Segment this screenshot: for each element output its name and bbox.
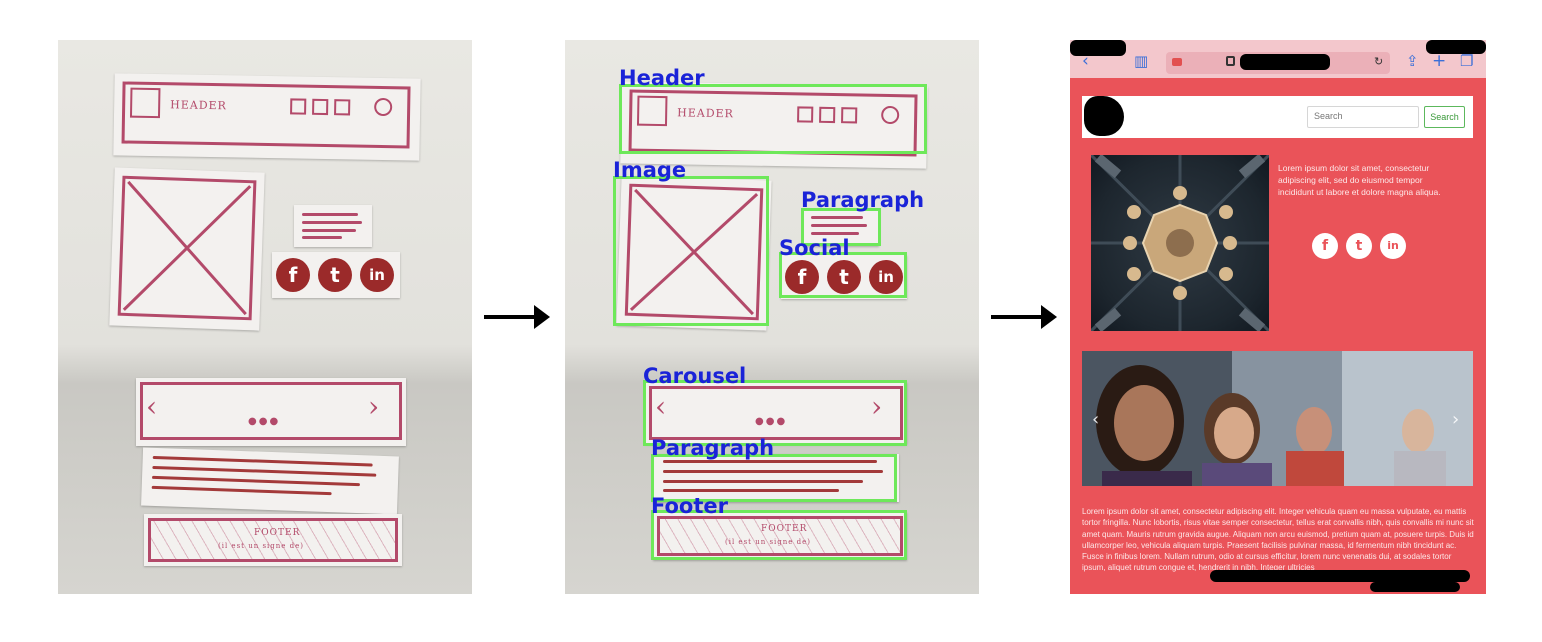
sketch-image-card [616,175,772,331]
sketch-carousel-card: ‹ › ●●● [136,378,406,446]
label-image: Image [613,158,687,182]
sketch-long-paragraph-card [141,447,399,515]
sketch-social-card: f t in [781,255,907,299]
nav-box-icon [334,99,351,116]
carousel-photo [1082,351,1473,486]
label-paragraph-top: Paragraph [801,188,925,212]
image-placeholder-icon [122,180,252,316]
arrow-right-icon [991,305,1057,329]
facebook-icon[interactable]: f [1312,233,1338,259]
label-paragraph-bottom: Paragraph [651,436,775,460]
twitter-icon[interactable]: t [1346,233,1372,259]
redacted-text [1370,582,1460,592]
carousel-dots-icon: ●●● [248,416,281,427]
generated-website: ‹ ▥ ↻ ⇪ + ❐ Search Search [1070,40,1486,594]
back-icon[interactable]: ‹ [1082,51,1089,71]
camera-icon [1172,58,1182,66]
detection-box-footer [651,510,907,560]
carousel-next-icon[interactable]: › [1452,409,1460,430]
label-header: Header [619,66,705,90]
logo-placeholder-icon [129,87,161,119]
detection-box-social [779,252,907,298]
search-input[interactable]: Search [1307,106,1419,128]
twitter-icon: t [318,258,352,292]
chevron-right-icon: › [368,390,380,423]
label-social: Social [779,236,850,260]
sketch-paragraph-card [803,210,879,246]
lock-icon [1226,56,1235,66]
hero-paragraph: Lorem ipsum dolor sit amet, consectetur … [1278,163,1441,197]
redacted-url [1240,54,1330,70]
new-tab-icon[interactable]: + [1432,51,1447,71]
tabs-icon[interactable]: ❐ [1460,52,1474,70]
address-bar[interactable]: ↻ [1166,52,1390,74]
browser-toolbar: ‹ ▥ ↻ ⇪ + ❐ [1070,40,1486,78]
redacted-status [1070,40,1126,56]
detection-box-carousel [643,380,907,446]
chevron-left-icon: ‹ [655,390,667,423]
sketch-footer-text: FOOTER [254,528,301,538]
sketch-image-card [109,167,265,331]
sketch-footer-subtext: (il est un signe de) [725,538,811,546]
twitter-icon: t [827,260,861,294]
site-header: Search Search [1082,96,1473,138]
detection-photo: HEADER f t in ‹ › ●●● [565,40,979,594]
label-carousel: Carousel [643,364,747,388]
chandelier-image [1091,155,1269,331]
chevron-left-icon: ‹ [146,390,158,423]
chevron-right-icon: › [871,390,883,423]
sketch-header-card: HEADER [113,73,421,161]
detection-box-image [613,176,769,326]
carousel: ‹ › [1082,351,1473,486]
facebook-icon: f [276,258,310,292]
linkedin-icon: in [869,260,903,294]
sketch-photo: HEADER f t in [58,40,472,594]
share-icon[interactable]: ⇪ [1406,52,1419,70]
bookmarks-icon[interactable]: ▥ [1134,52,1149,70]
label-footer: Footer [651,494,728,518]
redacted-text [1210,570,1470,582]
facebook-icon: f [785,260,819,294]
sketch-paragraph-card [294,205,372,247]
reload-icon[interactable]: ↻ [1374,56,1384,68]
sketch-footer-card: FOOTER (il est un signe de) [144,514,402,566]
sketch-header-text: HEADER [170,98,228,113]
detection-box-header [619,84,927,154]
image-placeholder-icon [629,188,759,316]
linkedin-icon[interactable]: in [1380,233,1406,259]
nav-box-icon [290,98,307,115]
carousel-prev-icon[interactable]: ‹ [1092,409,1100,430]
redacted-logo [1084,96,1124,136]
sketch-social-card: f t in [272,252,400,298]
nav-box-icon [312,98,329,116]
redacted-status [1426,40,1486,54]
arrow-right-icon [484,305,550,329]
detection-box-paragraph-long [651,454,897,502]
sketch-footer-card: FOOTER (il est un signe de) [653,512,907,560]
linkedin-icon: in [360,258,394,292]
detection-box-paragraph [801,208,881,246]
sketch-footer-subtext: (il est un signe de) [218,542,304,550]
sketch-long-paragraph-card [653,454,899,502]
sketch-footer-text: FOOTER [761,524,808,534]
footer-paragraph: Lorem ipsum dolor sit amet, consectetur … [1082,507,1474,573]
sketch-carousel-card: ‹ › ●●● [645,382,907,444]
carousel-dots-icon: ●●● [755,416,788,427]
hero-image [1091,155,1269,331]
search-button[interactable]: Search [1424,106,1465,128]
